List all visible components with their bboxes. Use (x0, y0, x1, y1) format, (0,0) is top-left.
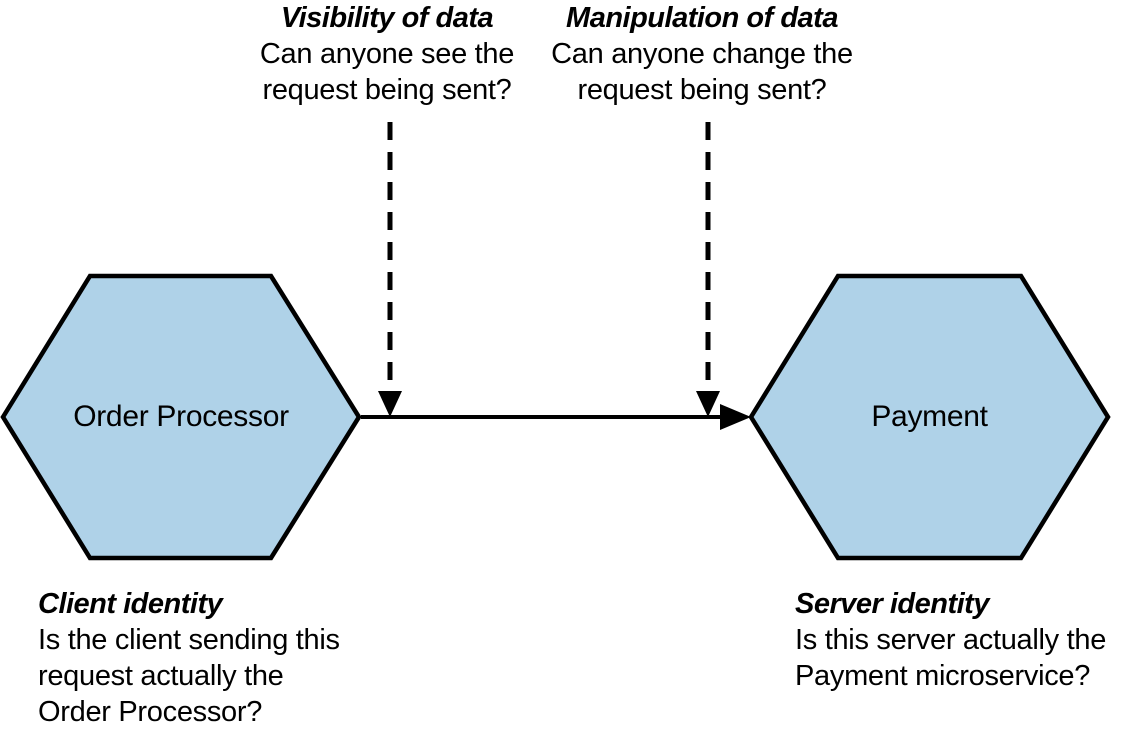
hexagon-order-processor (0, 273, 362, 561)
annotation-visibility-title: Visibility of data (280, 2, 494, 34)
annotation-client-identity-line: Is the client sending this (38, 624, 340, 656)
request-arrowhead-icon (720, 404, 751, 430)
annotation-server-identity-line: Is this server actually the (795, 624, 1107, 656)
annotation-client-identity: Client identity Is the client sending th… (38, 586, 458, 730)
annotation-manipulation-line: request being sent? (577, 74, 827, 106)
annotation-server-identity: Server identity Is this server actually … (795, 586, 1125, 694)
node-label-order-processor: Order Processor (73, 400, 289, 433)
annotation-client-identity-line: Order Processor? (38, 696, 263, 728)
annotation-manipulation-line: Can anyone change the (551, 38, 853, 70)
manipulation-arrowhead-icon (696, 391, 720, 417)
annotation-client-identity-title: Client identity (38, 588, 223, 620)
annotation-manipulation-title: Manipulation of data (566, 2, 838, 34)
hexagon-payment (748, 273, 1111, 561)
annotation-visibility-line: Can anyone see the (259, 38, 515, 70)
annotation-server-identity-line: Payment microservice? (795, 660, 1091, 692)
annotation-server-identity-title: Server identity (795, 588, 989, 620)
annotation-client-identity-line: request actually the (38, 660, 284, 692)
annotation-manipulation: Manipulation of data Can anyone change t… (502, 0, 902, 108)
node-label-payment: Payment (871, 400, 988, 433)
annotation-visibility: Visibility of data Can anyone see the re… (187, 0, 587, 108)
visibility-arrowhead-icon (378, 391, 402, 417)
annotation-visibility-line: request being sent? (262, 74, 512, 106)
